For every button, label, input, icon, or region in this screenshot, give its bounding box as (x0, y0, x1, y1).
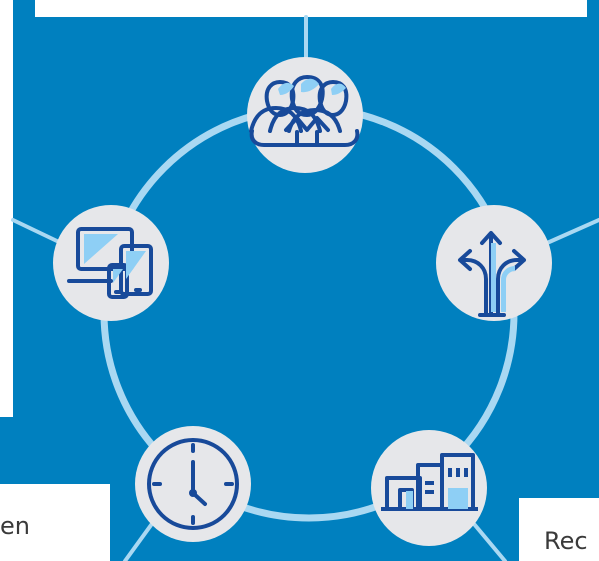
bottom-left-fragment-label: en (0, 512, 30, 540)
node-buildings (371, 430, 487, 546)
top-white-panel (35, 0, 587, 17)
right-connector-line (545, 218, 599, 245)
node-devices (53, 205, 169, 321)
node-directions (436, 205, 552, 321)
team-icon (249, 75, 360, 147)
node-time (135, 426, 251, 542)
bottom-right-fragment-label: Rec (544, 527, 588, 555)
left-white-strip (0, 0, 13, 417)
node-buildings-circle (371, 430, 487, 546)
bottom-left-white-panel (0, 484, 110, 561)
bottom-right-white-panel (519, 498, 599, 561)
left-connector-line (11, 218, 61, 244)
node-team (247, 57, 363, 173)
